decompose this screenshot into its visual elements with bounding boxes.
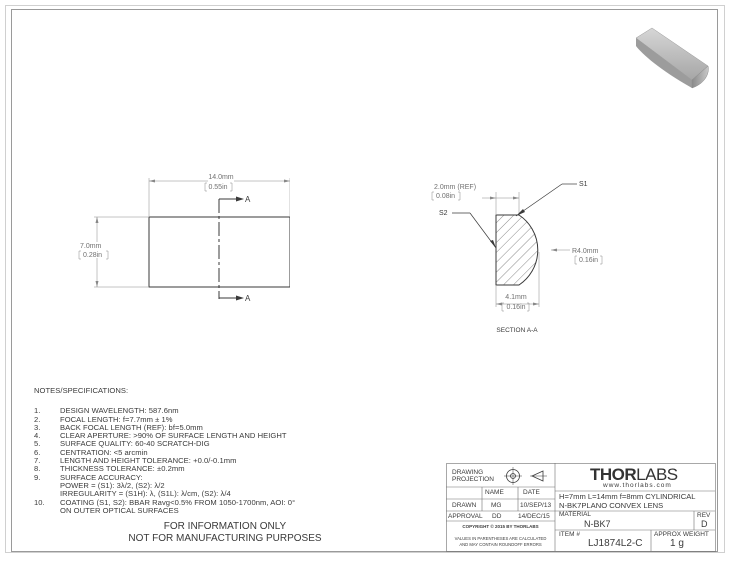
note-item: 2.FOCAL LENGTH: f=7.7mm ± 1%	[34, 414, 173, 424]
height-mm-label: 7.0mm	[80, 243, 102, 250]
drawn-name: MG	[491, 502, 502, 509]
weight-value: 1 g	[670, 538, 684, 549]
rev-label: REV	[697, 512, 711, 519]
projection-label-1: DRAWING	[452, 469, 484, 476]
radius-mm-label: R4.0mm	[572, 248, 599, 255]
sheet-inner-border	[11, 9, 718, 552]
section-caption: SECTION A-A	[496, 327, 538, 334]
material-value: N-BK7	[584, 519, 611, 529]
material-label: MATERIAL	[559, 511, 592, 518]
website-label: www.thorlabs.com	[603, 482, 672, 489]
disclaimer-line-2: AND MAY CONTAIN ROUNDOFF ERRORS	[459, 542, 542, 547]
note-item: 5.SURFACE QUALITY: 60-40 SCRATCH-DIG	[34, 439, 210, 449]
surface-s1-label: S1	[579, 181, 588, 188]
rev-value: D	[701, 519, 708, 529]
note-item: 3.BACK FOCAL LENGTH (REF): bf=5.0mm	[34, 422, 203, 432]
note-item: IRREGULARITY = (S1H): λ, (S1L): λ/cm, (S…	[60, 489, 231, 499]
item-label: ITEM #	[559, 531, 580, 538]
sheet-outer-border	[5, 5, 725, 553]
width-mm-label: 14.0mm	[208, 174, 233, 181]
drawn-label: DRAWN	[452, 502, 477, 509]
projection-symbol-icon	[504, 467, 547, 485]
lens-3d-icon	[635, 27, 709, 89]
projection-label-2: PROJECTION	[452, 476, 494, 483]
note-item: 1.DESIGN WAVELENGTH: 587.6nm	[34, 406, 179, 416]
col-name-header: NAME	[485, 489, 504, 496]
section-marker-top: A	[245, 195, 251, 204]
section-marker-bottom: A	[245, 294, 251, 303]
note-item: 8.THICKNESS TOLERANCE: ±0.2mm	[34, 464, 185, 474]
thorlabs-logo: THORLABS	[590, 465, 678, 484]
notes-specifications: NOTES/SPECIFICATIONS: 1.DESIGN WAVELENGT…	[34, 386, 414, 515]
col-date-header: DATE	[523, 489, 540, 496]
copyright-notice: COPYRIGHT © 2015 BY THORLABS	[462, 524, 539, 529]
note-item: 7.LENGTH AND HEIGHT TOLERANCE: +0.0/-0.1…	[34, 456, 237, 466]
notes-title: NOTES/SPECIFICATIONS:	[34, 386, 129, 395]
section-view: 2.0mm (REF) 0.08in S1 S2 R4.0mm 0.16in 4…	[431, 181, 603, 334]
note-item: POWER = (S1): 3λ/2, (S2): λ/2	[60, 480, 165, 490]
note-item: ON OUTER OPTICAL SURFACES	[60, 505, 179, 515]
disclaimer-line-1: VALUES IN PARENTHESES ARE CALCULATED	[454, 536, 547, 541]
thickness-ref-in-label: 0.08in	[436, 193, 455, 200]
width-section-in-label: 0.16in	[506, 304, 525, 311]
note-item: 4.CLEAR APERTURE: >90% OF SURFACE LENGTH…	[34, 431, 287, 441]
radius-in-label: 0.16in	[579, 257, 598, 264]
width-section-mm-label: 4.1mm	[505, 294, 527, 301]
height-in-label: 0.28in	[83, 252, 102, 259]
approval-name: DD	[492, 513, 502, 520]
surface-s2-label: S2	[439, 210, 448, 217]
thickness-ref-mm-label: 2.0mm (REF)	[434, 184, 476, 191]
note-item: 6.CENTRATION: <5 arcmin	[34, 447, 148, 457]
note-item: 9.SURFACE ACCURACY:	[34, 472, 143, 482]
item-value: LJ1874L2-C	[588, 538, 643, 549]
title-block-grid	[446, 463, 716, 552]
drawn-date: 10/SEP/13	[520, 502, 552, 509]
part-description-2: N-BK7PLANO CONVEX LENS	[559, 501, 664, 510]
info-only-notice: FOR INFORMATION ONLY NOT FOR MANUFACTURI…	[128, 521, 322, 544]
front-view: 14.0mm 0.55in 7.0mm 0.28in A A	[78, 174, 290, 303]
approval-date: 14/DEC/15	[518, 513, 550, 520]
weight-label: APPROX WEIGHT	[654, 531, 709, 538]
width-in-label: 0.55in	[208, 184, 227, 191]
note-item: 10.COATING (S1, S2): BBAR Ravg<0.5% FROM…	[34, 497, 296, 507]
approval-label: APPROVAL	[448, 513, 483, 520]
part-description-1: H=7mm L=14mm f=8mm CYLINDRICAL	[559, 492, 696, 501]
lens-cross-section	[495, 214, 539, 286]
